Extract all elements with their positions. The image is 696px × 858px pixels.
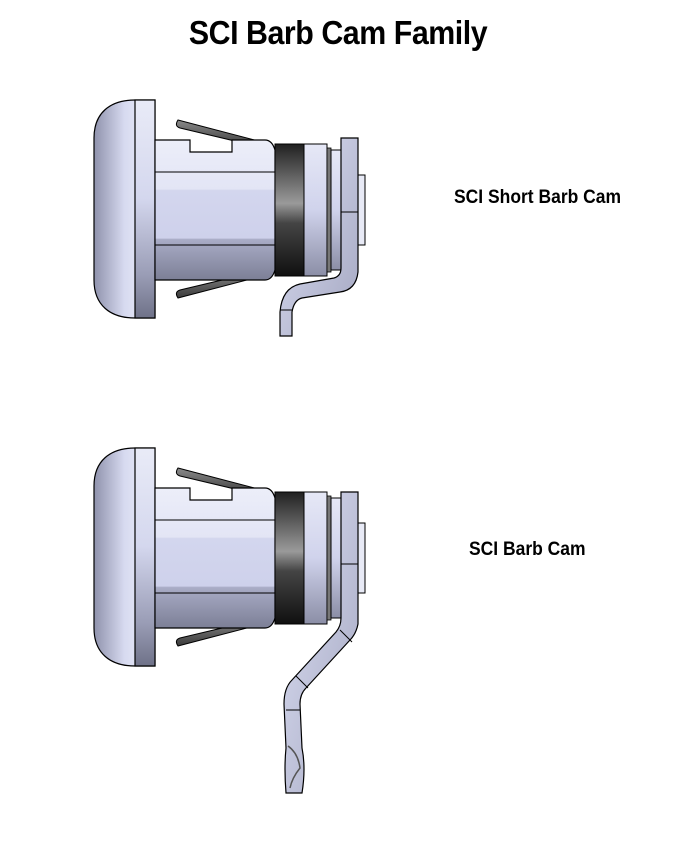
short-barb-cam-drawing bbox=[93, 99, 366, 337]
product-label-short-barb-cam: SCI Short Barb Cam bbox=[454, 187, 622, 208]
product-label-barb-cam: SCI Barb Cam bbox=[469, 539, 586, 560]
page-title: SCI Barb Cam Family bbox=[188, 14, 488, 51]
barb-cam-drawing bbox=[93, 447, 366, 794]
